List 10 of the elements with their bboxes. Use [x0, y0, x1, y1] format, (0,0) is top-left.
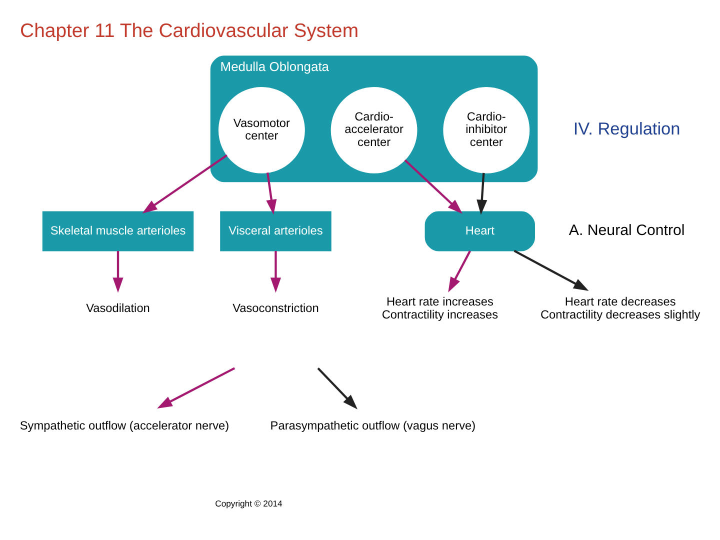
node-text: Vasoconstriction	[232, 300, 319, 315]
label: IV. Regulation	[573, 118, 680, 138]
node-text: Heart rate decreases Contractility decreases slightly	[540, 294, 700, 322]
legend-label: Parasympathetic outflow (vagus nerve)	[270, 418, 476, 432]
label: A. Neural Control	[568, 222, 685, 239]
diagram-title: Chapter 11 The Cardiovascular System	[20, 20, 359, 42]
node-text: Heart rate increases Contractility increases	[382, 294, 498, 322]
legend-label: Sympathetic outflow (accelerator nerve)	[20, 418, 230, 432]
node-text: Vasodilation	[86, 300, 150, 315]
label: Copyright © 2014	[215, 498, 282, 508]
